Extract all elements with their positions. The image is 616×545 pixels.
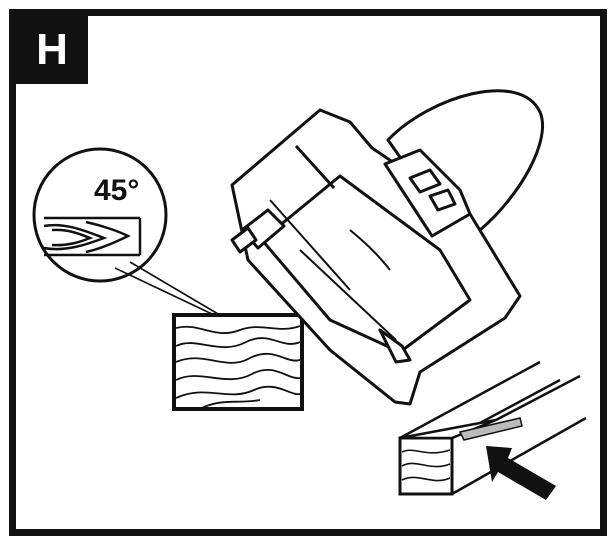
angle-label: 45° bbox=[94, 174, 140, 207]
grain-angle-detail-icon bbox=[43, 216, 142, 257]
step-badge: H bbox=[16, 16, 88, 84]
push-arrow-icon bbox=[486, 446, 556, 500]
power-planer-icon bbox=[230, 89, 545, 406]
wood-grain-block bbox=[172, 313, 304, 411]
workpiece-board bbox=[398, 360, 587, 496]
magnifier-callout bbox=[32, 147, 253, 335]
